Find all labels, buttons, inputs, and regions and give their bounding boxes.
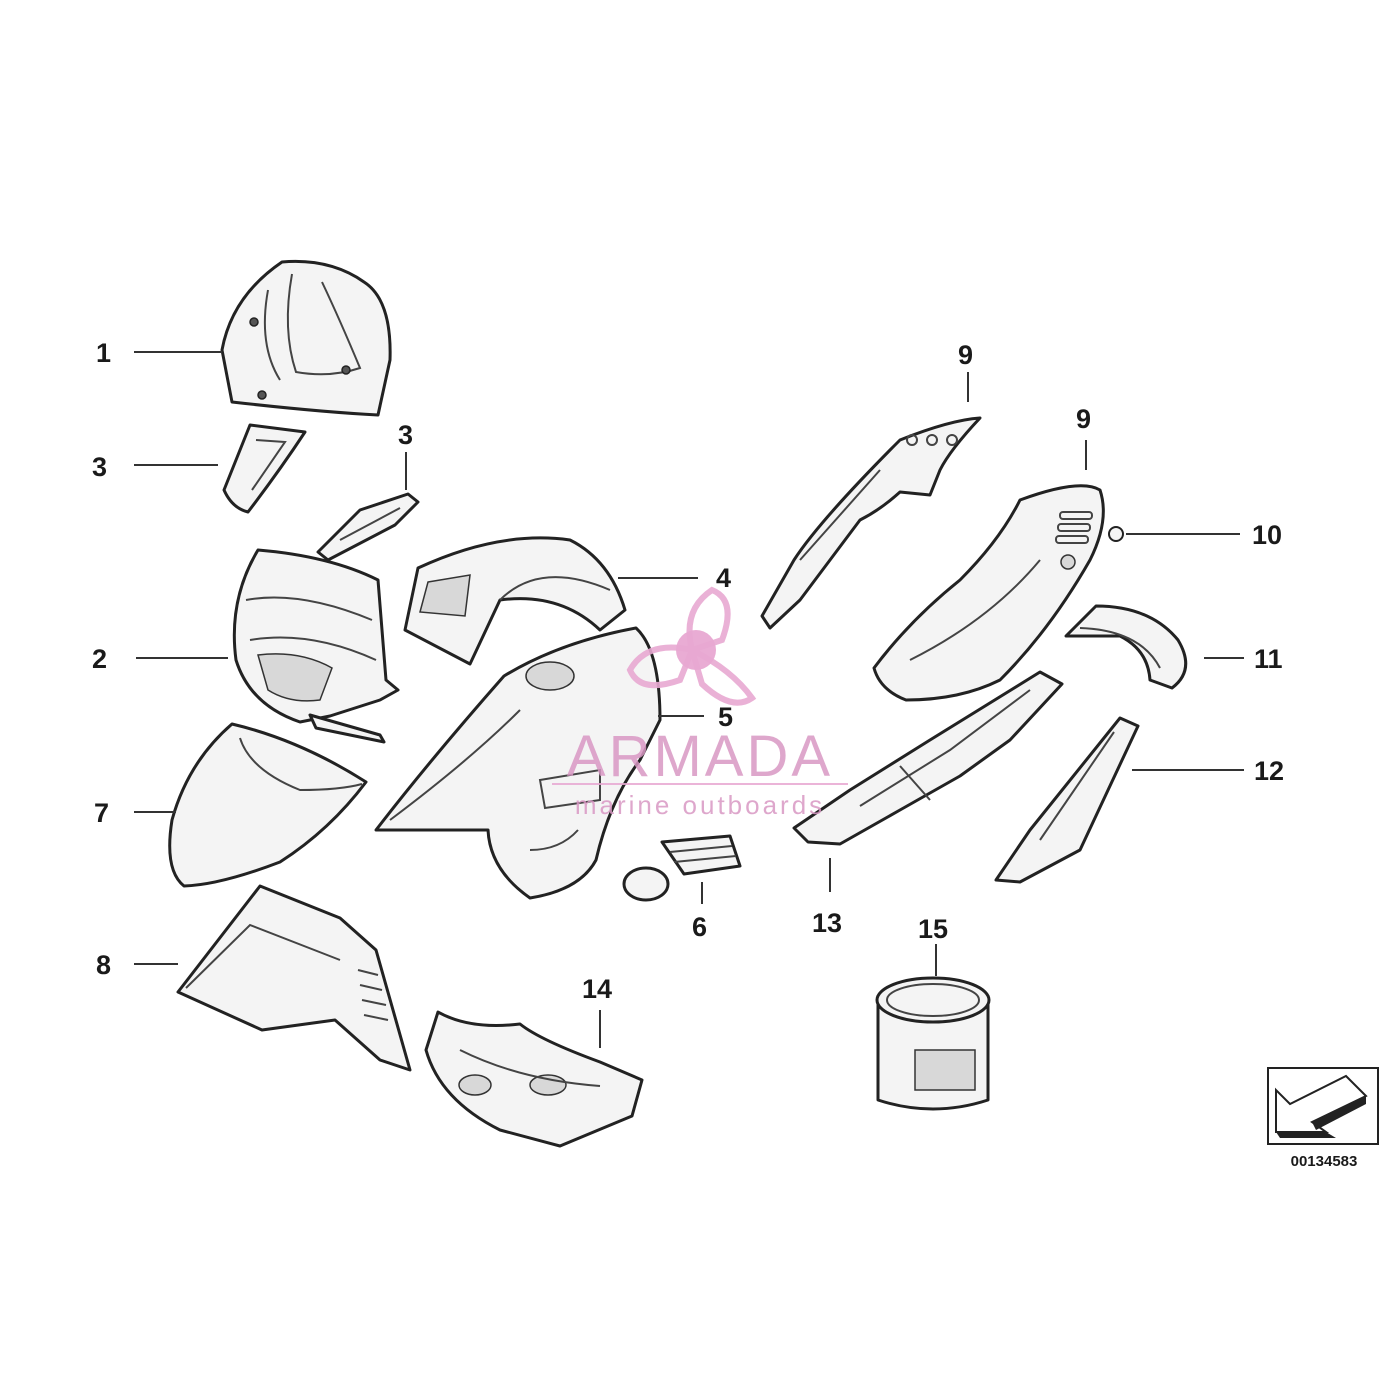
part-14-engine-guard — [424, 1010, 644, 1148]
part-7-front-mudguard — [168, 722, 368, 888]
callout-9-upper: 9 — [958, 340, 973, 370]
part-4-instrument-cover — [403, 536, 627, 666]
callout-1: 1 — [96, 338, 111, 368]
callout-5: 5 — [718, 702, 733, 732]
part-12-cover-strip — [994, 716, 1140, 884]
callout-13: 13 — [812, 908, 842, 938]
callout-12: 12 — [1254, 756, 1284, 786]
part-1-windscreen — [220, 259, 392, 417]
watermark: ARMADA marine outboards — [552, 586, 848, 820]
callout-labels: 1 3 3 2 7 8 4 5 6 14 9 9 10 11 12 13 15 — [92, 338, 1284, 1004]
part-13-bracket-frame — [792, 670, 1064, 846]
part-9-upper-side-rail — [760, 416, 982, 630]
part-3-left-trim — [222, 423, 307, 514]
callout-6: 6 — [692, 912, 707, 942]
orientation-arrow-icon — [1267, 1067, 1379, 1145]
propeller-logo-icon — [626, 586, 757, 706]
document-number: 00134583 — [1291, 1153, 1358, 1170]
part-9-side-panel — [872, 484, 1105, 702]
callout-3-left: 3 — [92, 452, 107, 482]
callout-4: 4 — [716, 563, 731, 593]
part-8-lower-spoiler — [176, 884, 412, 1072]
callout-11: 11 — [1254, 644, 1283, 674]
callout-7: 7 — [94, 798, 109, 828]
watermark-tagline: marine outboards — [575, 790, 825, 820]
callout-14: 14 — [582, 974, 612, 1004]
part-11-rear-trim — [1064, 604, 1188, 690]
part-3-right-bracket — [316, 492, 420, 562]
part-6-vent — [622, 834, 742, 902]
callout-8: 8 — [96, 950, 111, 980]
watermark-brand: ARMADA — [567, 724, 833, 789]
callout-2: 2 — [92, 644, 107, 674]
callout-9-lower: 9 — [1076, 404, 1091, 434]
callout-3-right: 3 — [398, 420, 413, 450]
part-2-headlight-fairing — [232, 548, 400, 744]
part-15-grease-tin — [875, 976, 991, 1111]
callout-10: 10 — [1252, 520, 1282, 550]
callout-15: 15 — [918, 914, 948, 944]
part-5-inner-fairing — [374, 626, 662, 900]
leader-lines — [134, 351, 1244, 1048]
part-10-grommet — [1108, 526, 1124, 542]
